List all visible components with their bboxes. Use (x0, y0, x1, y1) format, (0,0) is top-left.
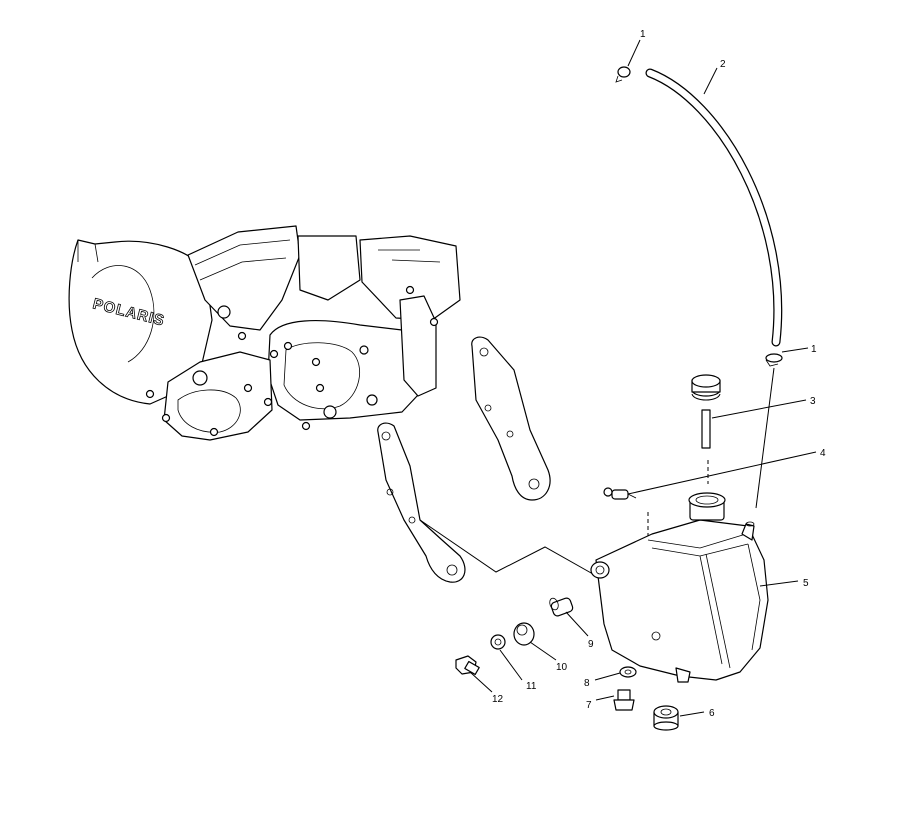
hose-clamp-upper (615, 66, 631, 83)
tank-cap-dipstick (691, 374, 721, 449)
tank-fitting (603, 487, 637, 500)
engine-bolts (145, 285, 439, 437)
callout-1-upper: 1 (640, 29, 646, 40)
cap-nut-6 (653, 705, 679, 731)
oil-tank (590, 492, 769, 683)
callout-labels: 1 2 1 3 4 5 9 10 11 12 8 7 6 (492, 29, 826, 719)
engine-assembly: POLARIS (68, 225, 461, 441)
washer-8 (619, 666, 637, 678)
callout-leaders (469, 39, 817, 717)
grommet-10 (513, 622, 535, 646)
callout-4: 4 (820, 448, 826, 459)
callout-2: 2 (720, 59, 726, 70)
callout-5: 5 (803, 578, 809, 589)
mounting-bracket-front (377, 422, 466, 583)
callout-3: 3 (810, 396, 816, 407)
washer-11 (490, 634, 506, 650)
callout-11: 11 (526, 681, 537, 692)
callout-10: 10 (556, 662, 568, 673)
callout-8: 8 (584, 678, 590, 689)
mounting-bracket-rear (471, 336, 551, 501)
callout-6: 6 (709, 708, 715, 719)
callout-7: 7 (586, 700, 592, 711)
drain-fitting-9 (549, 597, 574, 617)
vent-hose (645, 68, 783, 347)
callout-12: 12 (492, 694, 504, 705)
callout-9: 9 (588, 639, 594, 650)
bolt-12 (455, 655, 480, 676)
screw-7 (613, 689, 635, 711)
hose-clamp-lower (765, 353, 783, 367)
callout-1-lower: 1 (811, 344, 817, 355)
